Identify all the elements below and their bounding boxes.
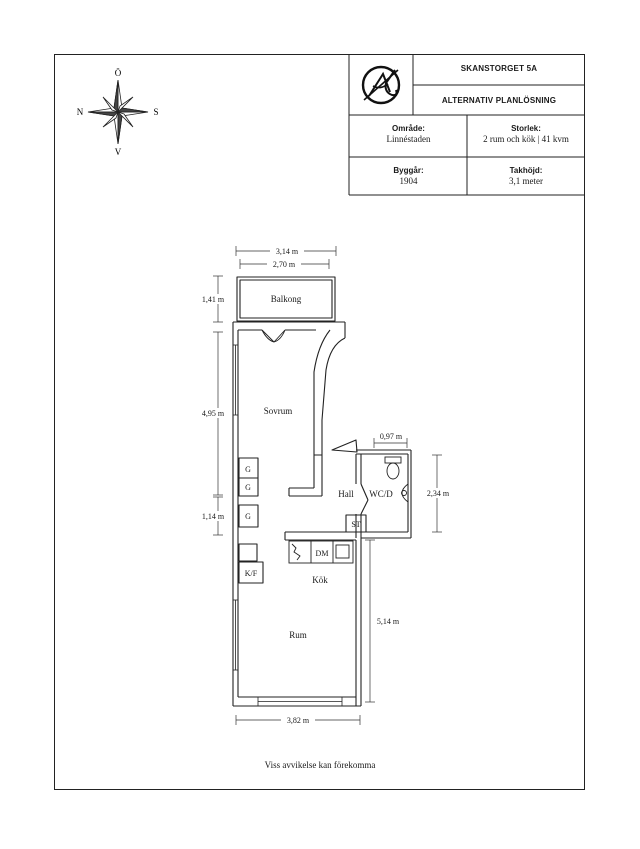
storage-label: ST bbox=[351, 520, 360, 529]
field-year-value: 1904 bbox=[399, 176, 418, 186]
dim-hall-length: 1,14 m bbox=[202, 512, 225, 521]
field-ceiling-label: Takhöjd: bbox=[509, 166, 543, 175]
room-living: Rum bbox=[289, 630, 307, 640]
compass-south: V bbox=[115, 147, 122, 157]
dim-balcony-outer: 3,14 m bbox=[276, 247, 299, 256]
dim-bedroom-length: 4,95 m bbox=[202, 409, 225, 418]
room-wc: WC/D bbox=[369, 489, 393, 499]
dim-living-length: 5,14 m bbox=[377, 617, 400, 626]
windows bbox=[233, 344, 343, 706]
closet-label-2: G bbox=[245, 483, 251, 492]
address-title: SKANSTORGET 5A bbox=[460, 64, 538, 73]
sink-icon bbox=[401, 483, 409, 503]
dim-wc-width: 0,97 m bbox=[380, 432, 403, 441]
dim-balcony-depth: 1,41 m bbox=[202, 295, 225, 304]
balcony-door bbox=[261, 329, 286, 343]
room-hall: Hall bbox=[338, 489, 354, 499]
closet-label-1: G bbox=[245, 465, 251, 474]
kitchen-counter bbox=[288, 540, 354, 564]
ak-logo-icon bbox=[361, 65, 401, 105]
disclaimer-text: Viss avvikelse kan förekomma bbox=[264, 760, 376, 770]
closet-label-3: G bbox=[245, 512, 251, 521]
dishwasher-label: DM bbox=[316, 549, 329, 558]
plan-subtitle: ALTERNATIV PLANLÖSNING bbox=[441, 96, 557, 105]
room-bedroom: Sovrum bbox=[264, 406, 293, 416]
field-year: Byggår: 1904 bbox=[350, 166, 467, 186]
dim-wc-length: 2,34 m bbox=[427, 489, 450, 498]
dim-living-width: 3,82 m bbox=[287, 716, 310, 725]
compass-west: N bbox=[77, 107, 84, 117]
room-balcony: Balkong bbox=[271, 294, 302, 304]
toilet-icon bbox=[384, 456, 402, 480]
field-size: Storlek: 2 rum och kök | 41 kvm bbox=[467, 124, 585, 144]
field-area-label: Område: bbox=[392, 124, 425, 133]
compass-north: Ö bbox=[115, 68, 122, 78]
room-kitchen: Kök bbox=[312, 575, 328, 585]
field-ceiling: Takhöjd: 3,1 meter bbox=[467, 166, 585, 186]
plan-sheet bbox=[54, 54, 585, 790]
compass-east: S bbox=[153, 107, 158, 117]
title-block-grid bbox=[348, 55, 585, 196]
field-size-value: 2 rum och kök | 41 kvm bbox=[483, 134, 569, 144]
fridge-label: K/F bbox=[245, 569, 258, 578]
field-ceiling-value: 3,1 meter bbox=[509, 176, 543, 186]
walls bbox=[232, 276, 412, 707]
field-area: Område: Linnéstaden bbox=[350, 124, 467, 144]
field-size-label: Storlek: bbox=[511, 124, 541, 133]
dim-balcony-inner: 2,70 m bbox=[273, 260, 296, 269]
field-year-label: Byggår: bbox=[393, 166, 424, 175]
field-area-value: Linnéstaden bbox=[386, 134, 431, 144]
compass-rose-icon bbox=[87, 79, 149, 145]
